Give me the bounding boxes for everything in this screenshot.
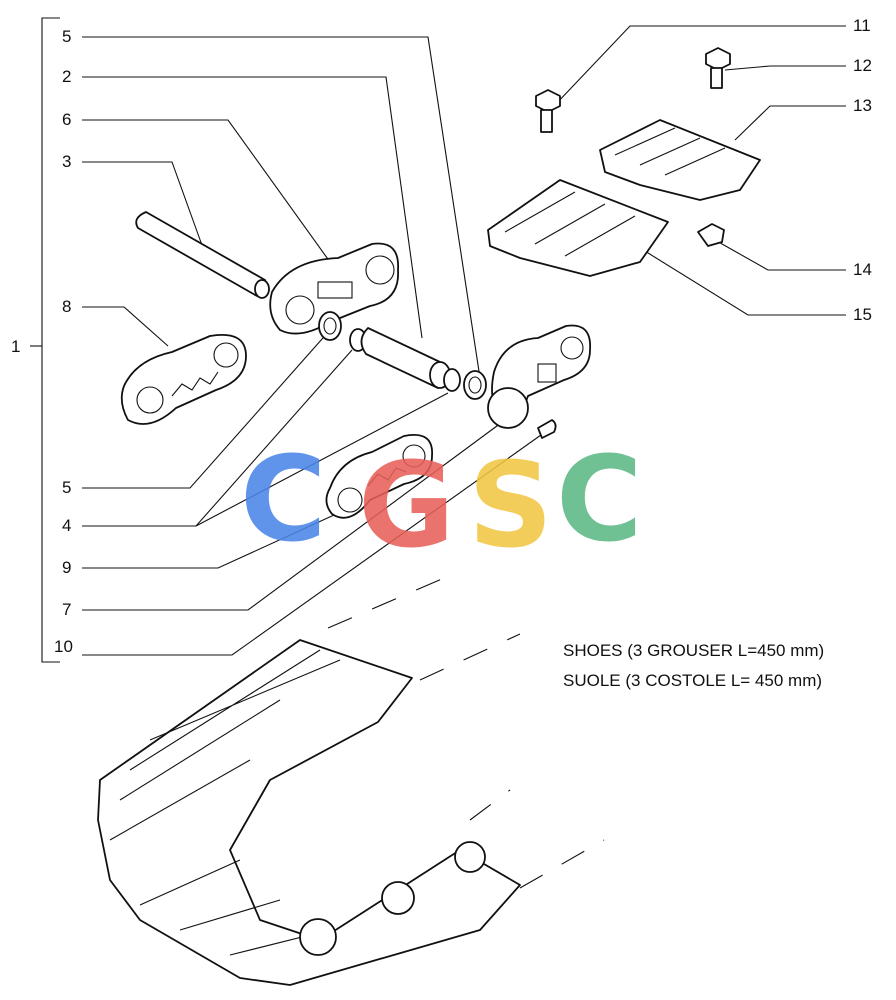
watermark-letter-4: C (556, 430, 643, 568)
link-part-6 (269, 242, 399, 335)
caption-shoes-english: SHOES (3 GROUSER L=450 mm) (563, 641, 825, 660)
pin-part (135, 211, 270, 299)
leader-lines (82, 25, 846, 656)
callout-10: 10 (54, 637, 73, 656)
nut-part-14 (697, 223, 725, 247)
callout-14: 14 (853, 260, 872, 279)
assembly-bracket (30, 17, 60, 663)
track-chain-assembly (97, 577, 605, 986)
callout-4: 4 (62, 516, 71, 535)
callout-1: 1 (11, 337, 20, 356)
link-part-9 (325, 434, 433, 519)
master-link-part-8 (120, 334, 247, 425)
callout-13: 13 (853, 96, 872, 115)
callout-15: 15 (853, 305, 872, 324)
callout-5-bottom: 5 (62, 478, 71, 497)
watermark-letter-3: S (468, 436, 553, 574)
callout-9: 9 (62, 558, 71, 577)
callout-2: 2 (62, 67, 71, 86)
bolt-part-12 (705, 47, 731, 89)
callout-12: 12 (853, 56, 872, 75)
callout-6: 6 (62, 110, 71, 129)
link-part-inner (487, 324, 591, 429)
small-pin-part-10 (537, 419, 557, 439)
watermark-letter-1: C (240, 430, 327, 568)
callout-8: 8 (62, 297, 71, 316)
callout-5-top: 5 (62, 27, 71, 46)
track-shoe-part-15 (487, 179, 669, 277)
watermark: C G S C (240, 430, 643, 574)
callout-labels: 1 5 2 6 3 8 5 4 9 7 10 11 12 13 14 15 (11, 16, 872, 656)
callout-3: 3 (62, 152, 71, 171)
bushing-and-seals (318, 311, 487, 400)
callout-7: 7 (62, 600, 71, 619)
watermark-letter-2: G (358, 436, 455, 574)
bolt-part-11 (535, 89, 561, 133)
track-shoe-part-13 (599, 119, 761, 201)
caption-shoes-italian: SUOLE (3 COSTOLE L= 450 mm) (563, 671, 823, 690)
callout-11: 11 (853, 16, 871, 35)
